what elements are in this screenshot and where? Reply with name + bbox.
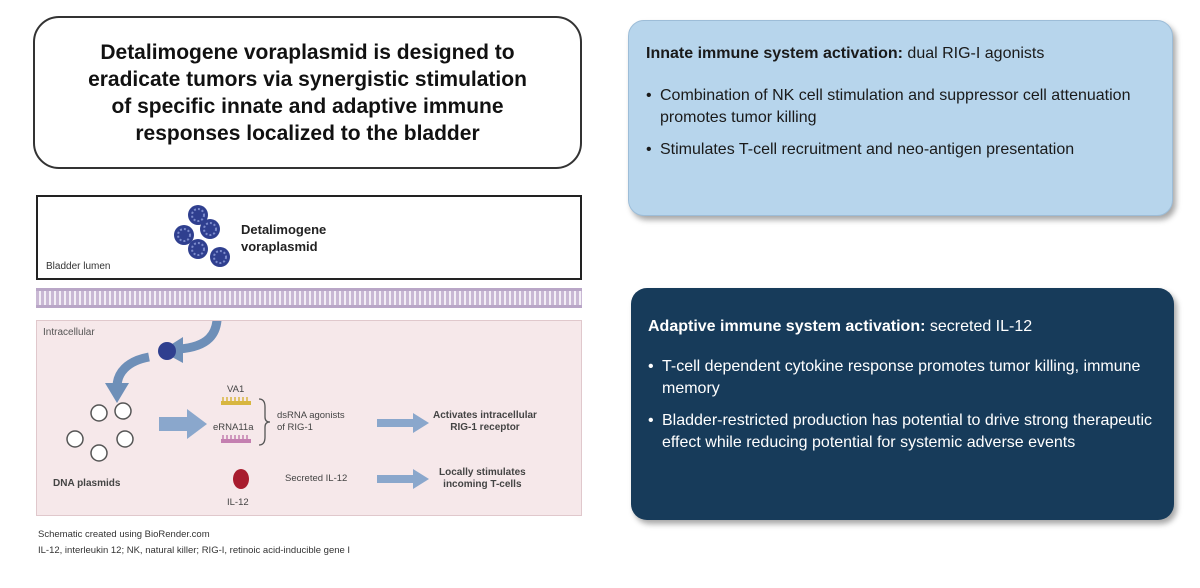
innate-heading-bold: Innate immune system activation:	[646, 45, 903, 62]
release-arrow	[112, 352, 150, 388]
entry-arrow	[178, 321, 222, 354]
footnote-source: Schematic created using BioRender.com	[38, 529, 210, 540]
activates-label: Activates intracellular RIG-1 receptor	[433, 410, 537, 433]
adaptive-bullet: T-cell dependent cytokine response promo…	[648, 356, 1160, 400]
intracellular-box: Intracellular DNA plasm	[36, 320, 582, 516]
grouping-brace	[258, 398, 271, 446]
innate-panel: Innate immune system activation: dual RI…	[628, 20, 1173, 216]
title-box: Detalimogene voraplasmid is designed to …	[33, 16, 582, 169]
plasmid-particle	[188, 239, 208, 259]
dsrna-label: dsRNA agonists of RIG-1	[277, 410, 345, 433]
il12-label: IL-12	[227, 497, 249, 508]
il12-icon	[233, 469, 249, 489]
adaptive-bullet: Bladder-restricted production has potent…	[648, 410, 1160, 454]
intracellular-diagram	[66, 321, 429, 489]
dna-plasmids-icon	[66, 402, 134, 462]
innate-heading-rest: dual RIG-I agonists	[902, 45, 1045, 62]
internalized-plasmid	[158, 342, 176, 360]
rig1-arrow	[377, 413, 429, 433]
page-title: Detalimogene voraplasmid is designed to …	[88, 40, 527, 145]
va1-rna-icon	[221, 397, 251, 405]
plasmid-particle	[210, 247, 230, 267]
cell-membrane	[36, 288, 582, 308]
plasmid-particle	[200, 219, 220, 239]
adaptive-heading-bold: Adaptive immune system activation:	[648, 318, 926, 335]
innate-bullets: Combination of NK cell stimulation and s…	[646, 85, 1158, 171]
innate-bullet: Combination of NK cell stimulation and s…	[646, 85, 1158, 129]
drug-label: Detalimogene voraplasmid	[241, 222, 327, 254]
va1-label: VA1	[227, 384, 245, 395]
adaptive-heading-rest: secreted IL-12	[925, 318, 1033, 335]
adaptive-heading: Adaptive immune system activation: secre…	[648, 318, 1032, 336]
erna-icon	[221, 435, 251, 443]
secreted-label: Secreted IL-12	[285, 473, 348, 484]
innate-heading: Innate immune system activation: dual RI…	[646, 45, 1044, 63]
transcription-arrow	[159, 409, 207, 439]
plasmid-particle	[188, 205, 208, 225]
stimulates-label: Locally stimulates incoming T-cells	[439, 467, 526, 490]
intracellular-label: Intracellular	[43, 327, 95, 338]
adaptive-panel: Adaptive immune system activation: secre…	[631, 288, 1174, 520]
adaptive-bullets: T-cell dependent cytokine response promo…	[648, 356, 1160, 464]
innate-bullet: Stimulates T-cell recruitment and neo-an…	[646, 139, 1158, 161]
erna-label: eRNA11a	[213, 422, 254, 433]
plasmid-particle	[174, 225, 194, 245]
dna-plasmids-label: DNA plasmids	[53, 478, 121, 489]
footnote-abbreviations: IL-12, interleukin 12; NK, natural kille…	[38, 545, 351, 556]
il12-arrow	[377, 469, 429, 489]
bladder-lumen-box: Detalimogene voraplasmid Bladder lumen	[36, 195, 582, 280]
bladder-lumen-label: Bladder lumen	[46, 261, 111, 272]
plasmid-cluster-icon	[174, 205, 230, 267]
